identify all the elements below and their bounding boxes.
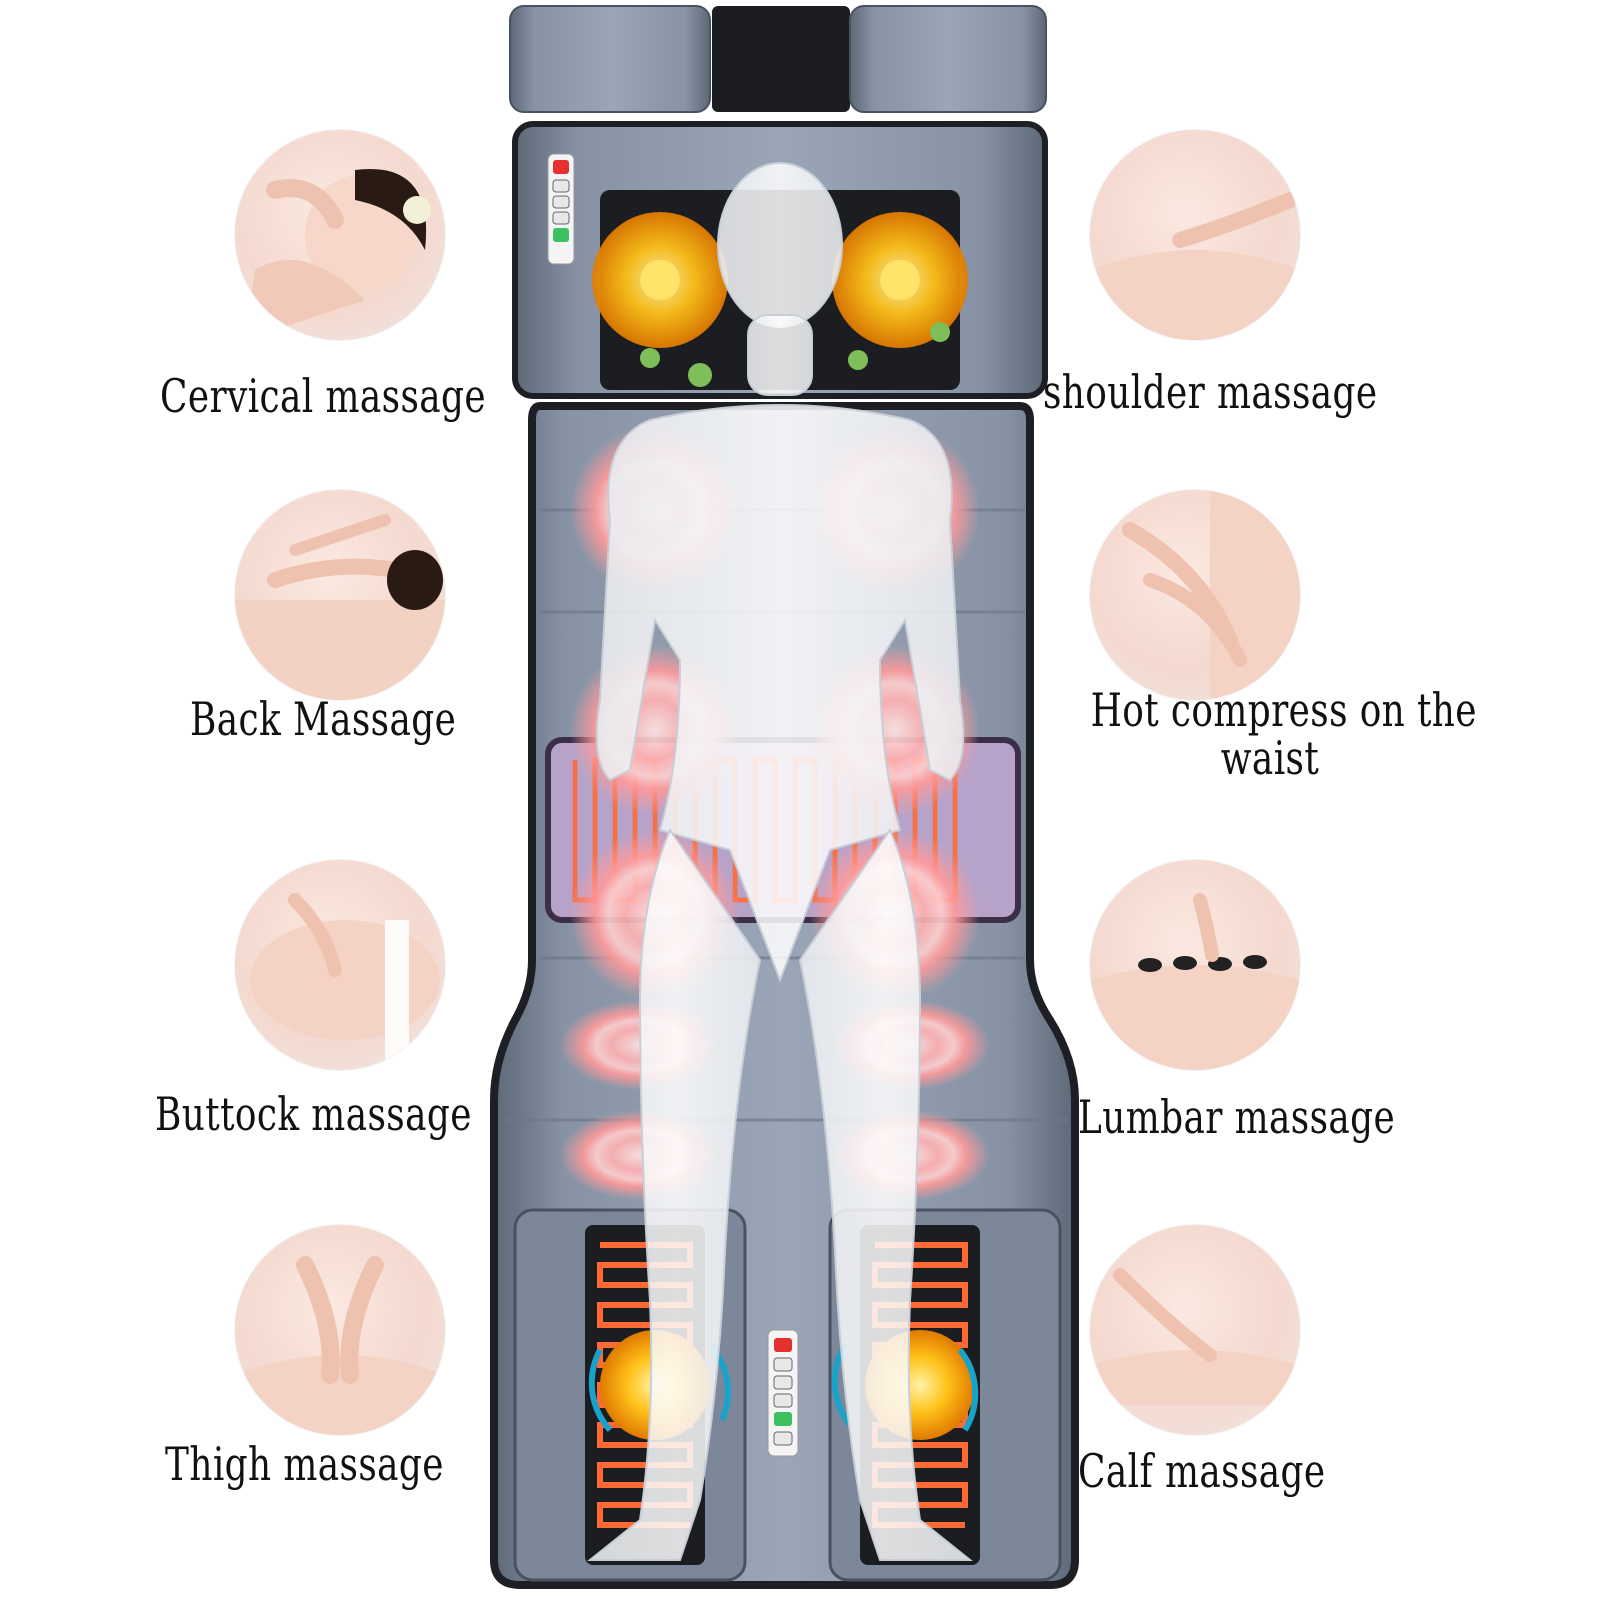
buttock-massage-label: Buttock massage	[155, 1087, 472, 1141]
hot-compress-label-line1: Hot compress on the	[1090, 683, 1477, 737]
neck-pillow	[509, 5, 1047, 113]
head-section	[512, 121, 1048, 399]
thigh-massage-label: Thigh massage	[165, 1437, 444, 1491]
thigh-massage-photo	[235, 1225, 445, 1435]
buttock-massage-photo	[235, 860, 445, 1070]
body-section	[490, 402, 1079, 1589]
neck-nodes	[592, 212, 968, 387]
hot-compress-label: Hot compress on the waist	[1090, 683, 1477, 786]
lumbar-massage-label: Lumbar massage	[1078, 1090, 1396, 1144]
hot-compress-photo	[1090, 490, 1300, 700]
lumbar-massage-photo	[1090, 860, 1300, 1070]
lower-controller	[767, 1329, 799, 1457]
calf-massage-label: Calf massage	[1078, 1444, 1326, 1498]
leg-sections	[513, 1208, 1062, 1582]
back-massage-photo	[235, 490, 445, 700]
cervical-massage-photo	[235, 130, 445, 340]
calf-massage-photo	[1090, 1225, 1300, 1435]
back-massage-label: Back Massage	[190, 692, 457, 746]
upper-controller	[547, 153, 575, 265]
shoulder-massage-photo	[1090, 130, 1300, 340]
hot-compress-label-line2: waist	[1220, 731, 1320, 786]
shoulder-massage-label: shoulder massage	[1043, 365, 1378, 419]
waist-heat-pad	[545, 737, 1021, 923]
human-figure	[587, 162, 973, 1561]
cervical-massage-label: Cervical massage	[160, 369, 487, 423]
massage-glow-rings	[560, 425, 990, 1200]
